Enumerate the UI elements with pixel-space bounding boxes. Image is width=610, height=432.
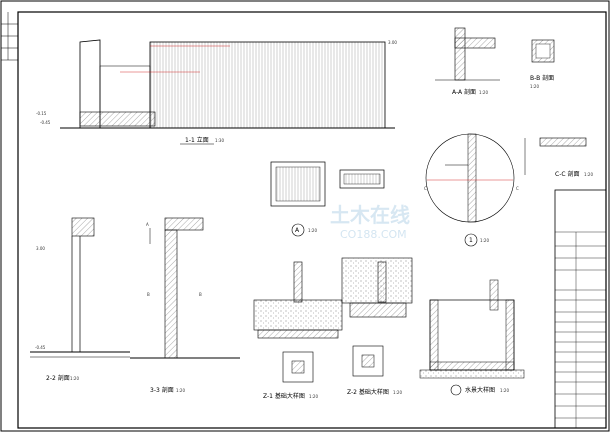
section-2-2: -0.45 3.00 2-2 剖面 1:20 — [30, 217, 130, 382]
svg-text:-0.45: -0.45 — [35, 345, 46, 350]
section-bb-scale: 1:20 — [530, 84, 539, 89]
elevation-1-1-title: 1-1 立面 — [185, 136, 209, 144]
elevation-1-1-scale: 1:30 — [215, 138, 224, 143]
section-3-3-title: 3-3 剖面 — [150, 386, 174, 394]
marker-b-3-3-left: B — [147, 292, 150, 297]
foundation-z1-title: Z-1 基础大样图 — [263, 392, 305, 400]
section-cc-title: C-C 剖面 — [555, 170, 579, 178]
section-cc-scale: 1:20 — [584, 172, 593, 177]
marker-c-left: C — [424, 186, 427, 191]
marker-b-3-3-right: B — [199, 292, 202, 297]
section-bb-title: B-B 剖面 — [530, 74, 554, 82]
foundation-z1: Z-1 基础大样图 1:20 — [253, 261, 343, 400]
pool-detail-title: 水景大样图 — [465, 386, 495, 394]
section-aa-scale: 1:20 — [479, 90, 488, 95]
svg-text:3.00: 3.00 — [36, 246, 45, 251]
section-3-3: A B B 3-3 剖面 1:20 — [130, 217, 240, 394]
title-block — [554, 189, 607, 429]
title-block-rows — [555, 231, 606, 428]
section-3-3-scale: 1:20 — [176, 388, 185, 393]
detail-a-label: A — [295, 227, 300, 234]
marker-a-3-3: A — [146, 222, 149, 227]
binding-strip — [1, 12, 18, 61]
detail-1: C C 1 1:20 — [424, 133, 519, 247]
section-aa-title: A-A 剖面 — [452, 88, 476, 96]
svg-text:3.00: 3.00 — [388, 40, 397, 45]
section-cc: C-C 剖面 1:20 — [524, 137, 593, 178]
detail-a: A 1:20 — [270, 161, 385, 237]
marker-c-right: C — [516, 186, 519, 191]
detail-1-label: 1 — [469, 237, 473, 244]
elevation-1-1: -0.45 -0.15 3.00 1-1 立面 1:30 — [36, 39, 397, 145]
pool-detail: 水景大样图 1:20 — [419, 279, 525, 396]
pool-detail-scale: 1:20 — [500, 388, 509, 393]
watermark-url: CO188.COM — [340, 228, 407, 241]
section-2-2-title: 2-2 剖面 — [46, 374, 70, 382]
foundation-z1-scale: 1:20 — [309, 394, 318, 399]
watermark: 土木在线 CO188.COM — [330, 203, 410, 241]
svg-text:-0.45: -0.45 — [40, 120, 51, 125]
foundation-z2: Z-2 基础大样图 1:20 — [341, 257, 413, 396]
svg-text:-0.15: -0.15 — [36, 111, 47, 116]
section-aa: A-A 剖面 1:20 — [435, 27, 500, 96]
detail-1-scale: 1:20 — [480, 238, 489, 243]
detail-a-scale: 1:20 — [308, 228, 317, 233]
foundation-z2-title: Z-2 基础大样图 — [347, 388, 389, 396]
section-2-2-scale: 1:20 — [70, 376, 79, 381]
section-bb: B-B 剖面 1:20 — [530, 39, 555, 89]
watermark-brand: 土木在线 — [330, 203, 410, 227]
foundation-z2-scale: 1:20 — [393, 390, 402, 395]
